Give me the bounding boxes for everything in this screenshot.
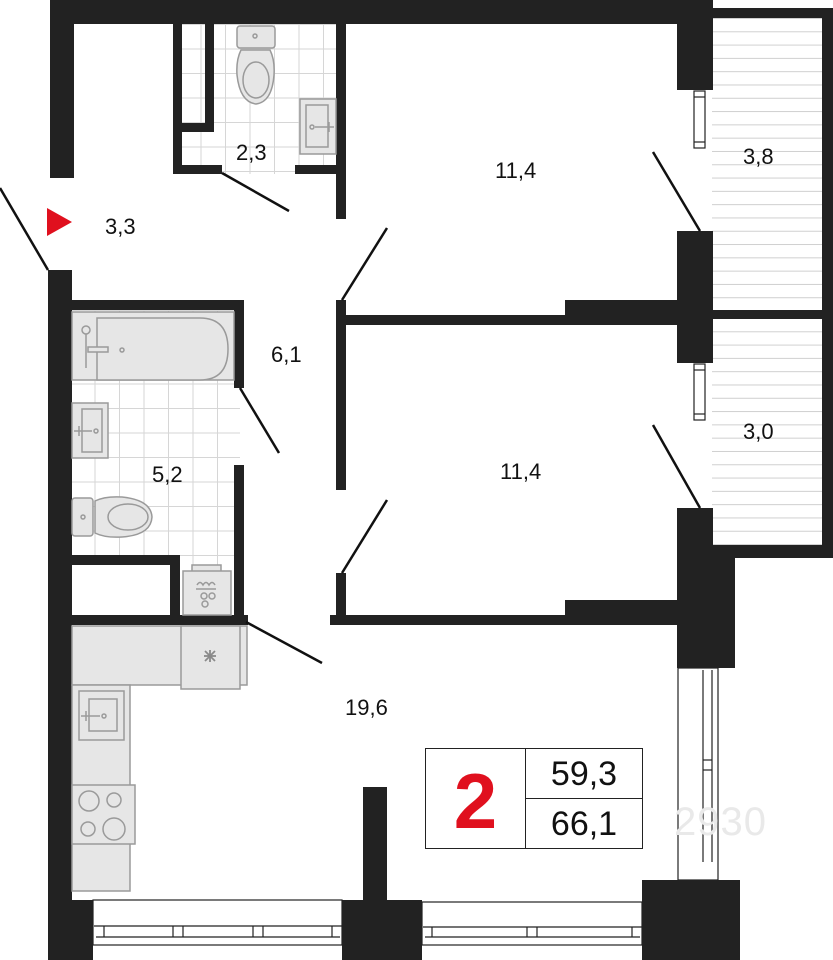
living-area: 59,3	[526, 749, 642, 799]
balcony-door-frames	[693, 90, 706, 421]
stove-icon	[71, 784, 136, 845]
entrance-arrow-icon	[47, 208, 72, 236]
room-area-corridor: 6,1	[271, 342, 302, 367]
balcony-2	[712, 318, 822, 546]
watermark: 2930	[674, 800, 767, 844]
door-swings	[0, 151, 702, 665]
room-area-balcony2: 3,0	[743, 419, 774, 444]
room-area-hall: 3,3	[105, 214, 136, 239]
room-area-balcony1: 3,8	[743, 144, 774, 169]
room-area-wc: 2,3	[236, 140, 267, 165]
balcony-1	[712, 18, 822, 312]
sink-icon-kitchen	[78, 690, 125, 741]
room-area-bedroom2: 11,4	[500, 459, 542, 484]
area-values: 59,3 66,1	[526, 749, 642, 848]
room-area-kitchen-living: 19,6	[345, 695, 388, 720]
sink-icon-bathroom	[71, 402, 109, 459]
washing-machine-icon	[182, 564, 232, 616]
rooms-count: 2	[426, 749, 526, 848]
toilet-icon-bathroom	[71, 496, 153, 538]
bathtub-icon	[71, 311, 235, 381]
window-right	[677, 667, 719, 881]
fridge-icon	[180, 625, 241, 690]
sink-icon-wc	[299, 98, 337, 155]
apartment-summary: 2 59,3 66,1	[425, 748, 643, 849]
window-bottom-right	[421, 901, 643, 946]
total-area: 66,1	[550, 804, 618, 843]
window-bottom-left	[92, 899, 343, 946]
room-area-bedroom1: 11,4	[495, 158, 537, 183]
toilet-icon-wc	[236, 25, 276, 105]
room-area-bathroom: 5,2	[152, 462, 183, 487]
